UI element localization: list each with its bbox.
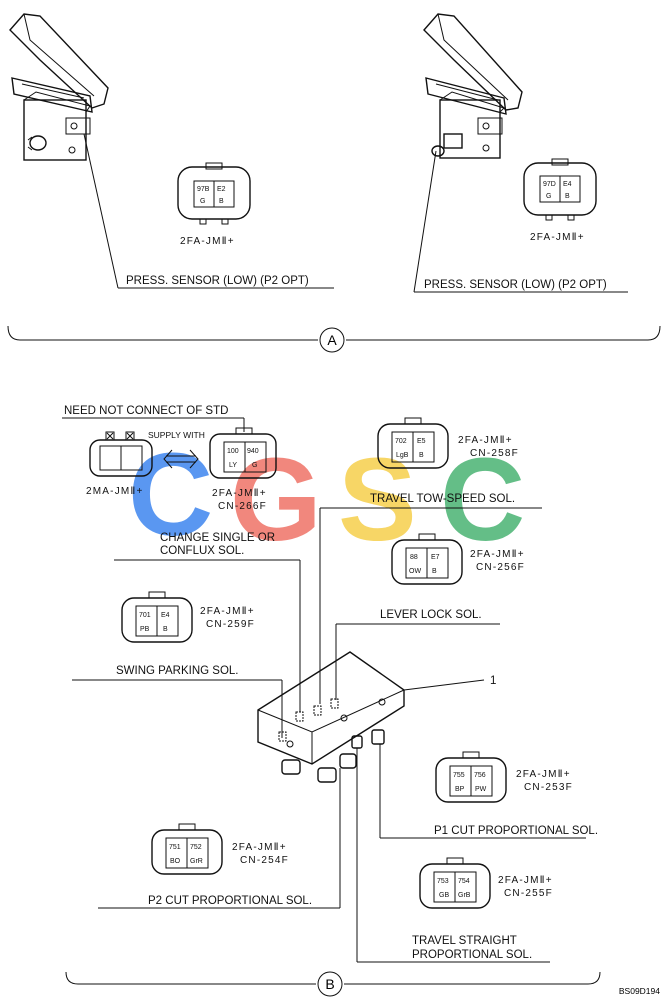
pin-label: G: [252, 462, 257, 469]
connector-cn258f: 702 E5 LgB B: [377, 417, 449, 469]
pin-label: 88: [410, 554, 418, 561]
connector-cn253f: 755 756 BP PW: [435, 751, 507, 803]
pin-label: G: [546, 193, 551, 200]
connector-code: 2FA-JMⅡ+: [212, 488, 267, 499]
connector-2ma: [89, 431, 153, 477]
pin-label: B: [219, 198, 224, 205]
pin-label: E5: [417, 438, 426, 445]
pin-label: 97B: [197, 186, 210, 193]
pin-label: 752: [190, 844, 202, 851]
pin-label: 97D: [543, 181, 556, 188]
pin-label: GrR: [190, 858, 203, 865]
solenoid-valve-block: [257, 651, 405, 783]
connector-code: 2FA-JMⅡ+: [498, 875, 553, 886]
pin-label: E7: [431, 554, 440, 561]
pedal-left: [9, 13, 109, 161]
need-not-connect-label: NEED NOT CONNECT OF STD: [64, 405, 228, 417]
connector-code: 2FA-JMⅡ+: [458, 435, 513, 446]
pin-label: E4: [563, 181, 572, 188]
pin-label: B: [163, 626, 168, 633]
pin-label: 100: [227, 448, 239, 455]
pin-label: 753: [437, 878, 449, 885]
pin-label: 755: [453, 772, 465, 779]
connector-2fa-left: 97B E2 G B: [177, 162, 251, 225]
section-b-marker: B: [325, 976, 334, 992]
connector-cn254f: 751 752 BO GrR: [151, 823, 223, 875]
pin-label: B: [432, 568, 437, 575]
pin-label: 751: [169, 844, 181, 851]
press-sensor-right-label: PRESS. SENSOR (LOW) (P2 OPT): [424, 279, 607, 291]
conflux-label: CONFLUX SOL.: [160, 545, 244, 557]
pin-label: 702: [395, 438, 407, 445]
connector-code: 2FA-JMⅡ+: [470, 549, 525, 560]
connector-cn-label: CN-266F: [218, 501, 267, 512]
connector-code-2ma: 2MA-JMⅡ+: [86, 486, 144, 497]
leader-line: [403, 679, 485, 691]
leader-line: [413, 150, 437, 293]
connector-cn266f: 100 940 LY G: [209, 427, 277, 479]
pin-label: E2: [217, 186, 226, 193]
connector-cn-label: CN-256F: [476, 562, 525, 573]
connector-cn-label: CN-255F: [504, 888, 553, 899]
connector-2fa-right: 97D E4 G B: [523, 158, 597, 221]
pin-label: LgB: [396, 452, 409, 459]
travel-straight-label-2: PROPORTIONAL SOL.: [412, 949, 532, 961]
pin-label: OW: [409, 568, 421, 575]
pin-label: 754: [458, 878, 470, 885]
item-number: 1: [490, 675, 496, 687]
swing-parking-label: SWING PARKING SOL.: [116, 665, 238, 677]
connector-cn-label: CN-253F: [524, 782, 573, 793]
leader-line: [83, 133, 119, 289]
pin-label: LY: [229, 462, 237, 469]
drawing-number: BS09D194: [619, 986, 660, 996]
section-a-marker: A: [327, 332, 337, 348]
pin-label: 940: [247, 448, 259, 455]
connector-code-right: 2FA-JMⅡ+: [530, 232, 585, 243]
pin-label: 756: [474, 772, 486, 779]
change-single-label: CHANGE SINGLE OR: [160, 532, 275, 544]
connector-cn256f: 88 E7 OW B: [391, 533, 463, 585]
pedal-right: [423, 13, 523, 159]
pin-label: 701: [139, 612, 151, 619]
lever-lock-label: LEVER LOCK SOL.: [380, 609, 482, 621]
p1-cut-label: P1 CUT PROPORTIONAL SOL.: [434, 825, 598, 837]
pin-label: PW: [475, 786, 487, 793]
travel-straight-label: TRAVEL STRAIGHT: [412, 935, 517, 947]
pin-label: G: [200, 198, 205, 205]
section-a-bracket: A: [7, 325, 661, 353]
p2-cut-label: P2 CUT PROPORTIONAL SOL.: [148, 895, 312, 907]
pin-label: B: [565, 193, 570, 200]
connector-cn255f: 753 754 GB GrB: [419, 857, 491, 909]
connector-code: 2FA-JMⅡ+: [200, 606, 255, 617]
section-b-bracket: B: [65, 971, 601, 997]
pin-label: GrB: [458, 892, 471, 899]
travel-two-speed-label: TRAVEL TOW-SPEED SOL.: [370, 493, 515, 505]
connector-code: 2FA-JMⅡ+: [516, 769, 571, 780]
pin-label: BP: [455, 786, 465, 793]
connector-cn-label: CN-254F: [240, 855, 289, 866]
connector-code-left: 2FA-JMⅡ+: [180, 236, 235, 247]
watermark-letter: C: [440, 434, 525, 566]
supply-with-label: SUPPLY WITH: [148, 430, 205, 440]
pin-label: E4: [161, 612, 170, 619]
pin-label: BO: [170, 858, 181, 865]
pin-label: B: [419, 452, 424, 459]
mating-arrow-icon: [163, 449, 199, 469]
press-sensor-left-label: PRESS. SENSOR (LOW) (P2 OPT): [126, 275, 309, 287]
connector-cn259f: 701 E4 PB B: [121, 591, 193, 643]
pin-label: PB: [140, 626, 150, 633]
connector-cn-label: CN-259F: [206, 619, 255, 630]
connector-cn-label: CN-258F: [470, 448, 519, 459]
connector-code: 2FA-JMⅡ+: [232, 842, 287, 853]
pin-label: GB: [439, 892, 449, 899]
